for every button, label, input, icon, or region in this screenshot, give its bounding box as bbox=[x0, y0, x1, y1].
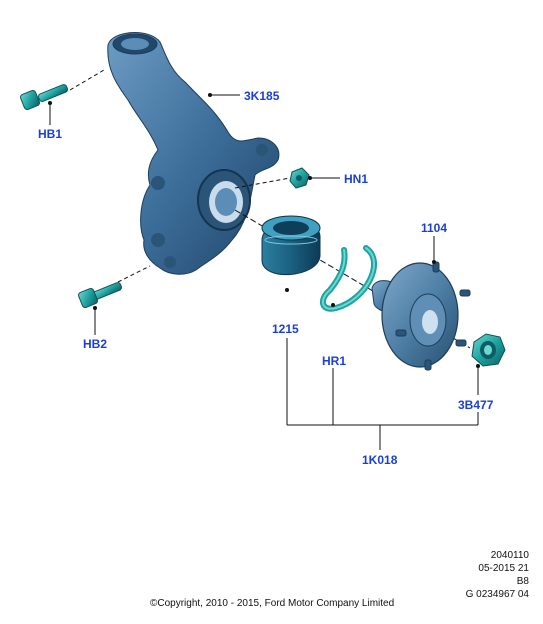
copyright-notice: ©Copyright, 2010 - 2015, Ford Motor Comp… bbox=[150, 598, 395, 609]
callout-hb1: HB1 bbox=[38, 127, 63, 141]
callout-1215: 1215 bbox=[272, 322, 299, 336]
callout-hr1: HR1 bbox=[322, 354, 347, 368]
callout-3b477: 3B477 bbox=[458, 398, 494, 412]
callout-1104: 1104 bbox=[421, 221, 448, 235]
drawing-meta-block: 2040110 05-2015 21 B8 G 0234967 04 bbox=[466, 549, 529, 601]
meta-line-4: G 0234967 04 bbox=[465, 589, 529, 600]
hub-nut bbox=[471, 333, 506, 367]
leader-lines bbox=[49, 94, 479, 450]
wheel-bearing bbox=[261, 215, 321, 276]
nut-hn1 bbox=[289, 167, 310, 189]
meta-line-3: B8 bbox=[516, 576, 529, 587]
leader-dots bbox=[48, 93, 480, 368]
callout-hn1: HN1 bbox=[344, 172, 369, 186]
steering-knuckle bbox=[107, 32, 280, 275]
wheel-hub bbox=[371, 261, 471, 371]
retaining-ring bbox=[319, 245, 377, 312]
bolt-hb1 bbox=[19, 84, 69, 111]
meta-line-1: 2040110 bbox=[490, 550, 529, 561]
callout-hb2: HB2 bbox=[83, 337, 108, 351]
bolt-hb2 bbox=[77, 282, 123, 309]
meta-line-2: 05-2015 21 bbox=[478, 563, 529, 574]
callout-3k185: 3K185 bbox=[244, 89, 280, 103]
callout-1k018: 1K018 bbox=[362, 453, 398, 467]
